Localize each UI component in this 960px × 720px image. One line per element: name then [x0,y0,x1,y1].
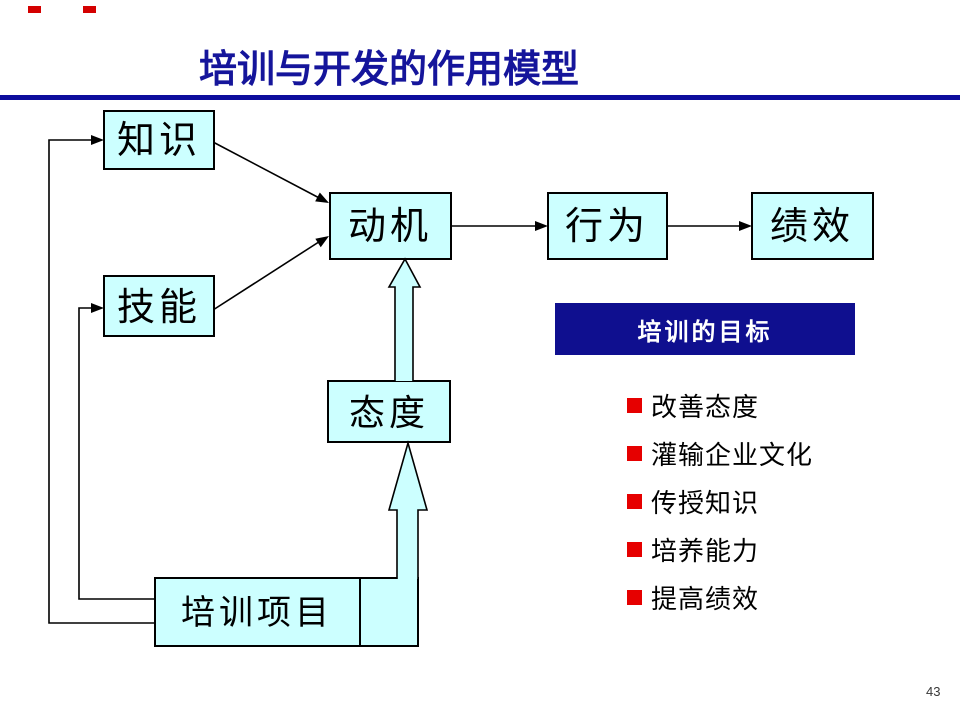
goal-item: 培养能力 [627,536,813,566]
node-performance-box [751,192,874,260]
node-knowledge-label: 知识 [117,120,201,162]
goals-list: 改善态度 灌输企业文化 传授知识 培养能力 提高绩效 [627,392,813,614]
bullet-square-icon [627,446,642,461]
arrowhead-into-performance [739,221,752,231]
goal-item-label: 传授知识 [651,488,760,518]
goals-header: 培训的目标 [555,303,855,355]
slide-title: 培训与开发的作用模型 [199,49,580,91]
goal-item-label: 灌输企业文化 [651,440,814,470]
node-skill-label: 技能 [117,287,201,329]
node-attitude-label: 态度 [349,393,429,433]
node-behavior-box [547,192,668,260]
bullet-square-icon [627,398,642,413]
loop-program-to-skill [78,307,155,600]
red-dash-decoration [28,6,41,13]
arrowhead-into-motivation-upper [315,192,329,203]
goal-item: 灌输企业文化 [627,440,813,470]
arrowhead-into-motivation-lower [315,236,329,248]
line-skill-to-motivation [212,237,326,311]
connector-lines [212,141,747,311]
feedback-loop-lines [48,139,155,624]
block-arrow-attitude-to-motivation [387,257,422,381]
line-knowledge-to-motivation [212,141,326,202]
goal-item-label: 培养能力 [651,536,760,566]
page-number: 43 [926,684,941,699]
node-behavior-label: 行为 [565,206,649,248]
arrowhead-into-skill [91,303,104,313]
block-arrow-program-to-attitude [387,440,429,579]
goal-item-label: 提高绩效 [651,584,760,614]
node-training-program-box [154,577,361,647]
node-motivation-box [329,192,452,260]
red-dash-decoration [83,6,96,13]
goal-item-label: 改善态度 [651,392,760,422]
loop-program-to-knowledge [48,139,155,624]
node-performance-label: 绩效 [770,206,854,248]
node-training-program-label: 培训项目 [181,594,333,632]
bullet-square-icon [627,542,642,557]
bullet-square-icon [627,590,642,605]
arrowhead-into-behavior [535,221,548,231]
node-motivation-label: 动机 [348,206,432,248]
arrowhead-into-knowledge [91,135,104,145]
title-divider-line [0,95,960,100]
node-skill-box [103,275,215,337]
bullet-square-icon [627,494,642,509]
node-knowledge-box [103,110,215,170]
node-attitude-box [327,380,451,443]
goal-item: 改善态度 [627,392,813,422]
goal-item: 传授知识 [627,488,813,518]
goal-item: 提高绩效 [627,584,813,614]
node-boxes [103,110,874,647]
training-program-side-compartment [359,577,419,647]
